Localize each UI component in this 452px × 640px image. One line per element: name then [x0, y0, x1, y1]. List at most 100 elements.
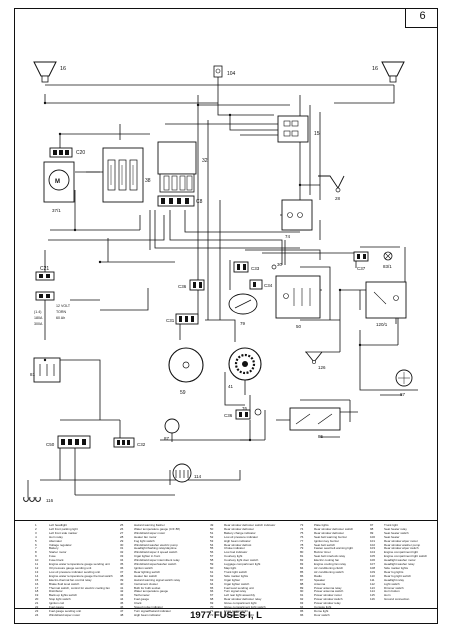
legend-item-number: 12: [35, 565, 39, 570]
horn-left: 16: [33, 61, 66, 83]
legend-item-text: Ignition key buzzer: [314, 538, 340, 543]
legend-item-text: Rear lighting switch: [134, 569, 161, 574]
legend-item-number: 108: [370, 565, 376, 570]
legend-item-text: Water temperature gauge (C/F 88): [134, 526, 180, 531]
legend-item: 13 Low oil pressure indicator sending uni…: [35, 569, 113, 575]
legend-item-text: Thermal switch, control for electric coo…: [49, 585, 110, 590]
legend-item-number: 35: [120, 562, 124, 567]
legend-item-text: Rear window wiper motor: [384, 538, 418, 543]
legend-item-number: 99: [370, 530, 374, 535]
legend-item-text: Voltage regulator: [49, 542, 72, 547]
legend-item-number: 103: [370, 546, 376, 551]
legend-item-text: Brake fluid level switch: [49, 581, 80, 586]
legend-item-text: Seat heater relay: [384, 526, 407, 531]
title-bar: 1977 FUSES I, L: [15, 608, 437, 624]
legend-item-number: 24: [35, 612, 39, 617]
legend-item-number: 4: [35, 534, 37, 539]
legend-item-number: 20: [35, 597, 39, 602]
side-note-0: 12 VOLT: [56, 304, 71, 308]
legend-item-text: High beam indicator: [134, 612, 161, 617]
legend-item-number: 101: [370, 538, 376, 543]
legend-item-number: 111: [370, 577, 375, 582]
legend-item-number: 48: [120, 612, 124, 617]
component-114-label: 114: [194, 474, 202, 479]
legend-item-text: Courtesy light door switch: [224, 558, 259, 563]
connector-c8: C8: [157, 195, 203, 207]
connector-c50-label: C50: [46, 442, 55, 447]
legend-item-number: 73: [300, 523, 304, 527]
legend-item-text: Engine cooling fan relay: [314, 562, 347, 567]
legend-item-number: 52: [210, 534, 214, 539]
legend-item-text: Light switch: [384, 581, 400, 586]
legend-item-text: Buzzer timer: [314, 550, 331, 555]
side-note-4: 180A: [34, 316, 43, 320]
diagram-frame: [14, 8, 438, 624]
legend-item-number: 18: [35, 589, 39, 594]
horn-left-label: 16: [60, 66, 66, 72]
legend-item-number: 45: [120, 601, 124, 606]
legend-item-text: Oil pressure gauge sending unit: [49, 565, 92, 570]
legend-item-number: 46: [120, 605, 124, 610]
side-notes: 12 VOLT TORN 60 Ah (1.4) 180A 300A: [34, 304, 71, 326]
legend-item-text: Turn signal/hazard indicator: [134, 608, 171, 613]
legend-item-text: Rear window wiper switch: [384, 546, 419, 551]
connector-c20: C20: [49, 147, 85, 158]
legend-item-text: Left headlight: [49, 523, 68, 527]
legend-item: 48 High beam indicator: [120, 612, 180, 618]
legend-item-number: 68: [210, 597, 214, 602]
legend-item-number: 80: [300, 550, 304, 555]
legend-item-text: Rear window defroster switch: [314, 526, 354, 531]
legend-item-text: Speed pulse indicator: [134, 605, 163, 610]
legend-item-number: 104: [370, 550, 376, 555]
component-126: 126: [305, 351, 326, 370]
legend-item-number: 112: [370, 581, 375, 586]
legend-item-text: Fuel level sending unit: [224, 585, 254, 590]
legend-item-number: 13: [35, 569, 39, 574]
gauge-59: 59: [168, 347, 204, 396]
legend-item-text: Headlight flashing relay/daytime: [134, 546, 177, 551]
connector-c31-label: C31: [166, 318, 175, 323]
legend-item-number: 5: [35, 538, 37, 543]
legend-item-text: Starter motor: [49, 550, 67, 555]
legend-item-text: Seat belt interlock relay: [314, 554, 346, 559]
connector-c37-label: C37: [357, 266, 366, 271]
legend-item-text: Back-up lights switch: [49, 593, 78, 598]
component-83-1-label: 83/1: [383, 264, 392, 269]
legend-item-text: Windshield wiper intermittent relay: [134, 558, 180, 563]
legend-item-text: Low oil pressure indicator sending unit: [49, 569, 101, 574]
legend-item: 80 Buzzer timer: [300, 550, 353, 555]
legend-item-text: Engine water temperature gauge sending u…: [49, 562, 110, 567]
legend-item-text: Glove compartment light: [224, 601, 257, 606]
legend-item-number: 105: [370, 554, 376, 559]
legend-item-number: 49: [210, 523, 214, 527]
legend-item-number: 15: [35, 577, 39, 582]
legend-item-number: 63: [210, 577, 214, 582]
